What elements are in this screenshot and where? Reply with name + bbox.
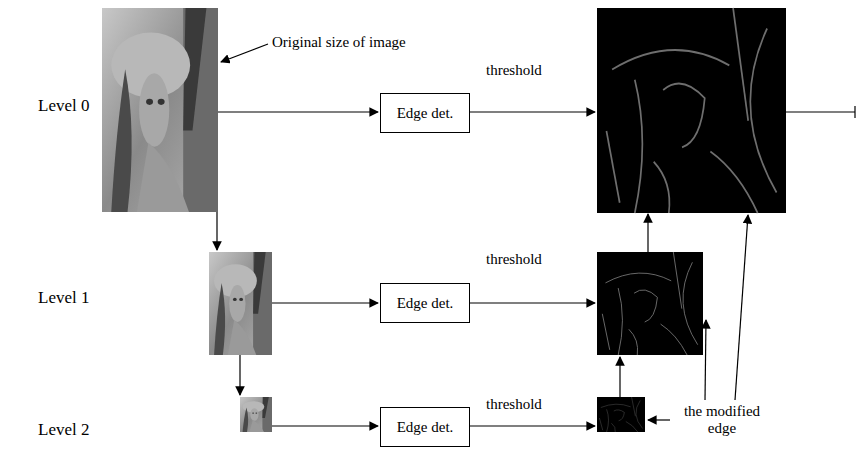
process-box: Edge det. bbox=[380, 283, 470, 323]
box-label: Edge det. bbox=[397, 105, 454, 122]
process-box: Edge det. bbox=[380, 93, 470, 133]
box-label: Edge det. bbox=[397, 295, 454, 312]
level-label: Level 0 bbox=[38, 96, 89, 116]
callout-text: Original size of image bbox=[272, 34, 406, 51]
level-label: Level 1 bbox=[38, 288, 89, 308]
threshold-label: threshold bbox=[486, 251, 542, 268]
process-box: Edge det. bbox=[380, 407, 470, 447]
box-label: Edge det. bbox=[397, 419, 454, 436]
level-label: Level 2 bbox=[38, 420, 89, 440]
callout-text: the modified edge bbox=[672, 403, 772, 438]
threshold-label: threshold bbox=[486, 62, 542, 79]
threshold-label: threshold bbox=[486, 396, 542, 413]
